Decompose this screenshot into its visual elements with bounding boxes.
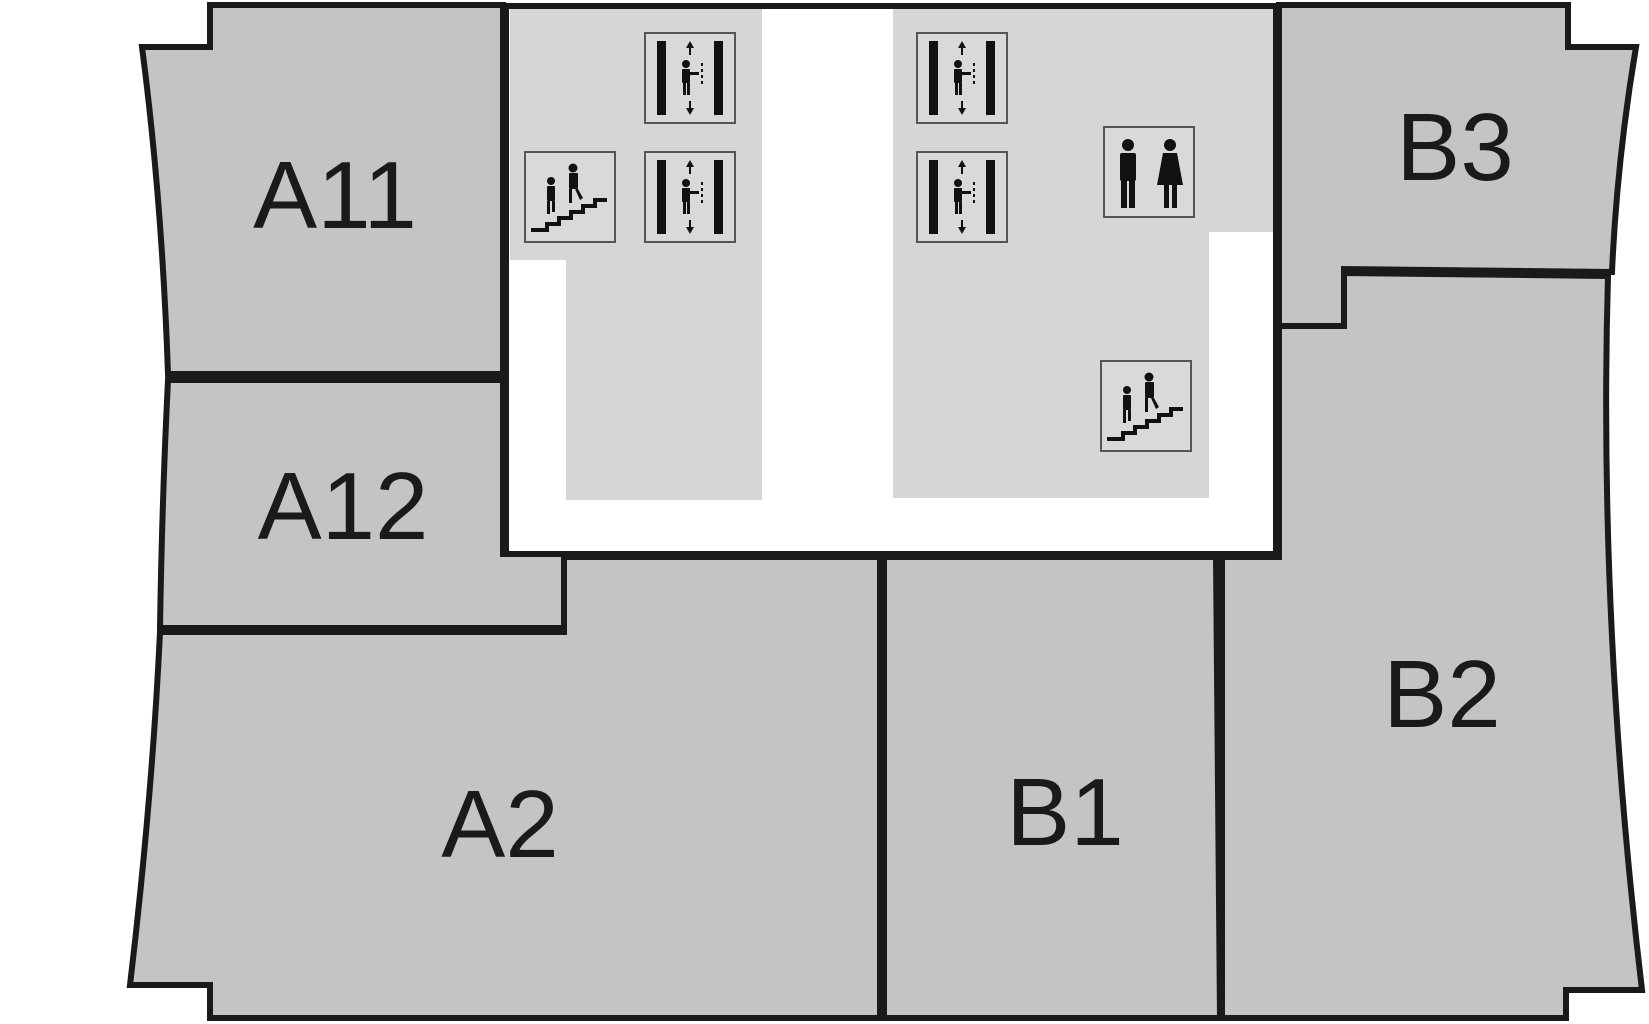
stairs-icon (524, 151, 616, 243)
stairs-icon (1100, 360, 1192, 452)
unit-label-b1: B1 (1006, 759, 1123, 866)
unit-label-a11: A11 (253, 142, 417, 249)
service-zone-west (510, 8, 762, 500)
elevator-icon (644, 151, 736, 243)
unit-a11[interactable] (138, 2, 506, 377)
elevator-icon (644, 32, 736, 124)
unit-b2[interactable] (1219, 269, 1646, 1021)
elevator-icon (916, 32, 1008, 124)
elevator-icon (916, 151, 1008, 243)
building-core (503, 3, 1279, 557)
unit-label-a2: A2 (441, 771, 558, 878)
unit-a2[interactable] (126, 554, 883, 1021)
unit-label-b2: B2 (1383, 641, 1500, 748)
unit-label-b3: B3 (1396, 94, 1513, 201)
unit-b3[interactable] (1276, 2, 1640, 329)
unit-label-a12: A12 (258, 453, 429, 560)
restroom-icon (1103, 126, 1195, 218)
